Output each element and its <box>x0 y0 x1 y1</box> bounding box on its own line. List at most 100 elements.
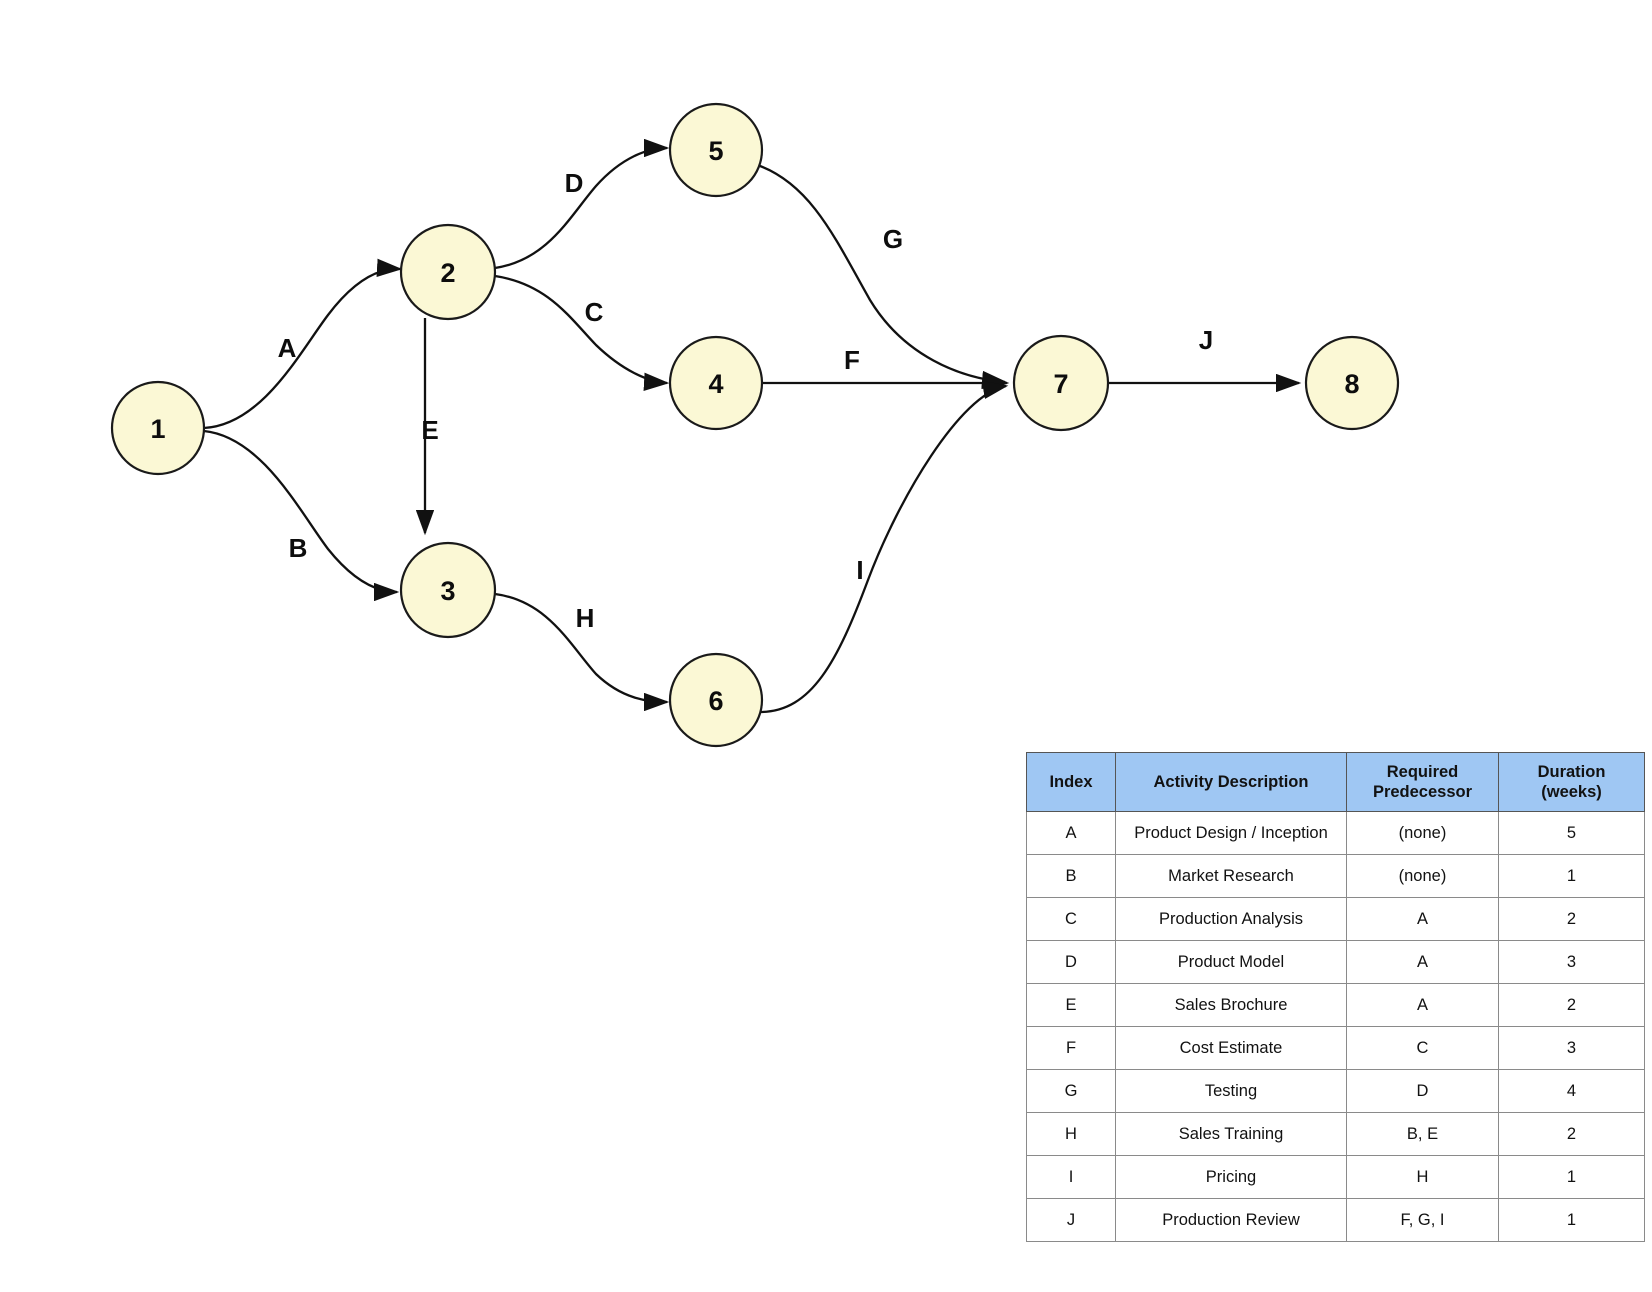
cell-required-predecessor: (none) <box>1346 811 1499 856</box>
edge-c <box>494 274 670 391</box>
node-7[interactable]: 7 <box>1012 334 1110 432</box>
edge-label-i: I <box>856 555 863 585</box>
edge-label-h: H <box>576 603 595 633</box>
header-line: Required <box>1386 763 1459 781</box>
cell-activity-description: Production Analysis <box>1115 897 1347 942</box>
node-label-3: 3 <box>440 576 455 606</box>
cell-activity-description: Product Design / Inception <box>1115 811 1347 856</box>
cell-required-predecessor: B, E <box>1346 1112 1499 1157</box>
node-label-1: 1 <box>150 414 165 444</box>
cell-required-predecessor: F, G, I <box>1346 1198 1499 1243</box>
node-circle-7[interactable] <box>1012 334 1110 432</box>
cell-activity-description: Pricing <box>1115 1155 1347 1200</box>
node-circle-6[interactable] <box>668 652 764 748</box>
node-label-8: 8 <box>1344 369 1359 399</box>
cell-index: G <box>1026 1069 1116 1114</box>
cell-duration: 2 <box>1498 897 1645 942</box>
edge-d <box>494 138 670 270</box>
column-header-activity-description: Activity Description <box>1115 751 1347 813</box>
cell-duration: 4 <box>1498 1069 1645 1114</box>
cell-required-predecessor: C <box>1346 1026 1499 1071</box>
node-4[interactable]: 4 <box>668 335 764 431</box>
header-line: Duration <box>1537 763 1606 781</box>
cell-duration: 3 <box>1498 1026 1645 1071</box>
cell-duration: 5 <box>1498 811 1645 856</box>
cell-activity-description: Product Model <box>1115 940 1347 985</box>
column-header-duration-weeks: Duration (weeks) <box>1498 751 1645 813</box>
cell-required-predecessor: (none) <box>1346 854 1499 899</box>
edge-label-f: F <box>844 345 860 375</box>
header-line: (weeks) <box>1541 783 1602 802</box>
edge-label-b: B <box>289 533 308 563</box>
node-label-6: 6 <box>708 686 723 716</box>
node-circle-3[interactable] <box>399 541 497 639</box>
edge-labels-layer: A B C D E F G H I J <box>278 168 1214 633</box>
cell-activity-description: Market Research <box>1115 854 1347 899</box>
cell-index: F <box>1026 1026 1116 1071</box>
cell-activity-description: Sales Training <box>1115 1112 1347 1157</box>
edge-label-j: J <box>1199 325 1213 355</box>
column-header-index: Index <box>1026 751 1116 813</box>
node-circle-5[interactable] <box>668 102 764 198</box>
edge-label-a: A <box>278 333 297 363</box>
node-1[interactable]: 1 <box>110 380 206 476</box>
cell-index: J <box>1026 1198 1116 1243</box>
network-graph-svg: A B C D E F G H I J 1 2 3 4 5 6 7 8 <box>110 102 1400 748</box>
cell-duration: 3 <box>1498 940 1645 985</box>
nodes-layer: 1 2 3 4 5 6 7 8 <box>110 102 1400 748</box>
node-label-7: 7 <box>1053 369 1068 399</box>
node-6[interactable]: 6 <box>668 652 764 748</box>
cell-index: C <box>1026 897 1116 942</box>
edge-h <box>494 592 670 712</box>
edge-a <box>203 258 403 430</box>
cell-duration: 1 <box>1498 1155 1645 1200</box>
node-circle-4[interactable] <box>668 335 764 431</box>
node-label-4: 4 <box>708 369 723 399</box>
node-8[interactable]: 8 <box>1304 335 1400 431</box>
cell-required-predecessor: A <box>1346 940 1499 985</box>
cell-activity-description: Cost Estimate <box>1115 1026 1347 1071</box>
cell-duration: 1 <box>1498 854 1645 899</box>
cell-index: D <box>1026 940 1116 985</box>
cell-index: I <box>1026 1155 1116 1200</box>
cell-index: H <box>1026 1112 1116 1157</box>
header-line: Activity Description <box>1153 773 1309 792</box>
cell-activity-description: Sales Brochure <box>1115 983 1347 1028</box>
edge-b <box>203 429 400 602</box>
cell-duration: 2 <box>1498 983 1645 1028</box>
node-5[interactable]: 5 <box>668 102 764 198</box>
edge-g <box>759 164 1008 390</box>
node-circle-1[interactable] <box>110 380 206 476</box>
cell-required-predecessor: A <box>1346 897 1499 942</box>
cell-required-predecessor: H <box>1346 1155 1499 1200</box>
cell-duration: 1 <box>1498 1198 1645 1243</box>
node-3[interactable]: 3 <box>399 541 497 639</box>
node-2[interactable]: 2 <box>399 223 497 321</box>
cell-activity-description: Production Review <box>1115 1198 1347 1243</box>
edge-label-c: C <box>585 297 604 327</box>
cell-index: A <box>1026 811 1116 856</box>
cell-duration: 2 <box>1498 1112 1645 1157</box>
cell-required-predecessor: D <box>1346 1069 1499 1114</box>
header-line: Predecessor <box>1372 783 1473 802</box>
edge-label-g: G <box>883 224 903 254</box>
edge-label-d: D <box>565 168 584 198</box>
node-label-5: 5 <box>708 136 723 166</box>
node-circle-2[interactable] <box>399 223 497 321</box>
node-circle-8[interactable] <box>1304 335 1400 431</box>
edge-label-e: E <box>421 415 438 445</box>
